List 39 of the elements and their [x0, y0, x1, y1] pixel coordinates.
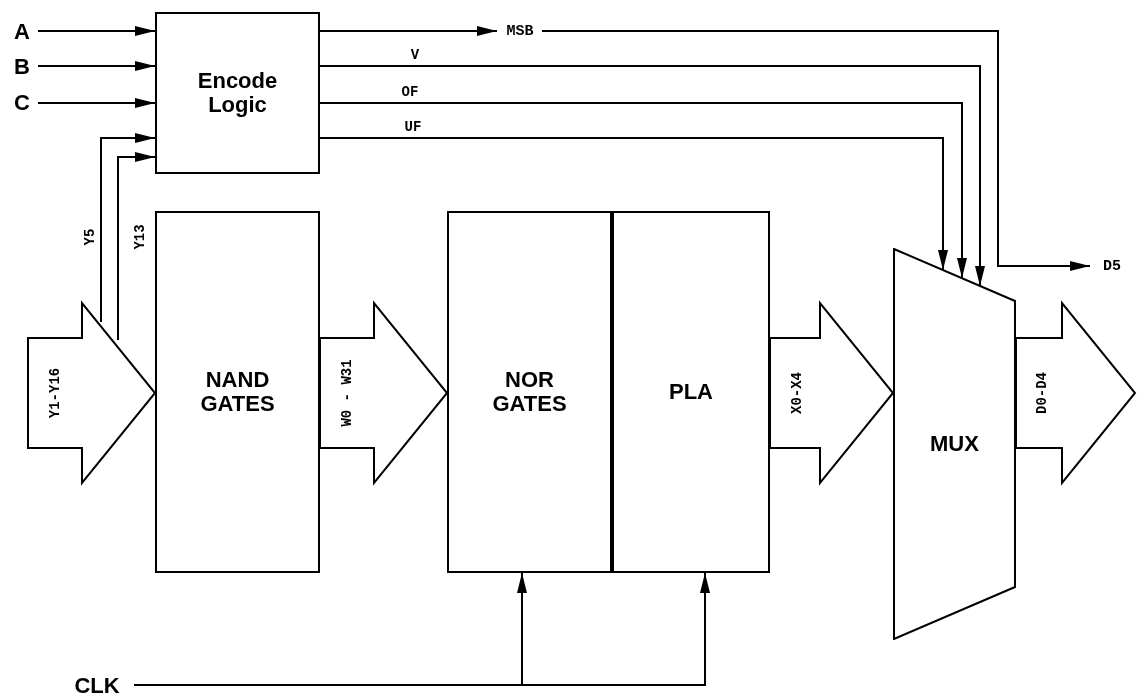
- bus-label: Y1-Y16: [48, 367, 62, 419]
- signal-arrow: [37, 61, 156, 71]
- signal-arrow: [117, 152, 156, 341]
- edge-label: OF: [401, 85, 419, 99]
- block-title: MUX: [930, 431, 979, 457]
- bus-arrow: [27, 300, 157, 486]
- signal-arrow: [133, 572, 710, 686]
- bus-arrow: [319, 300, 449, 486]
- signal-label: D5: [1092, 256, 1132, 278]
- bus-label: W0 - W31: [340, 359, 354, 427]
- signal-arrow: [319, 26, 498, 36]
- signal-label: C: [8, 90, 36, 116]
- logic-block: [447, 211, 612, 573]
- edge-label: Y13: [133, 224, 147, 250]
- block-title: NOR GATES: [491, 367, 568, 417]
- edge-label: UF: [404, 120, 422, 134]
- edge-label: Y5: [83, 228, 97, 246]
- bus-label: D0-D4: [1035, 372, 1049, 414]
- bus-arrow: [769, 300, 895, 486]
- signal-arrow: [319, 137, 948, 271]
- bus-arrow: [1015, 300, 1137, 486]
- logic-block: [612, 211, 770, 573]
- edge-label: V: [410, 48, 420, 62]
- logic-block: [155, 211, 320, 573]
- signal-arrow: [319, 65, 985, 287]
- signal-label: CLK: [62, 672, 132, 700]
- block-title: NAND GATES: [199, 367, 276, 417]
- block-title: Encode Logic: [196, 68, 279, 118]
- signal-arrow: [319, 102, 967, 279]
- signal-arrow: [541, 30, 1091, 271]
- signal-arrow: [37, 98, 156, 108]
- logic-block: [155, 12, 320, 174]
- signal-arrow: [37, 26, 156, 36]
- signal-label: A: [8, 19, 36, 45]
- signal-label: B: [8, 54, 36, 80]
- bus-label: X0-X4: [790, 372, 804, 414]
- signal-arrow: [100, 133, 156, 323]
- signal-label: MSB: [498, 22, 542, 42]
- block-title: PLA: [669, 379, 713, 405]
